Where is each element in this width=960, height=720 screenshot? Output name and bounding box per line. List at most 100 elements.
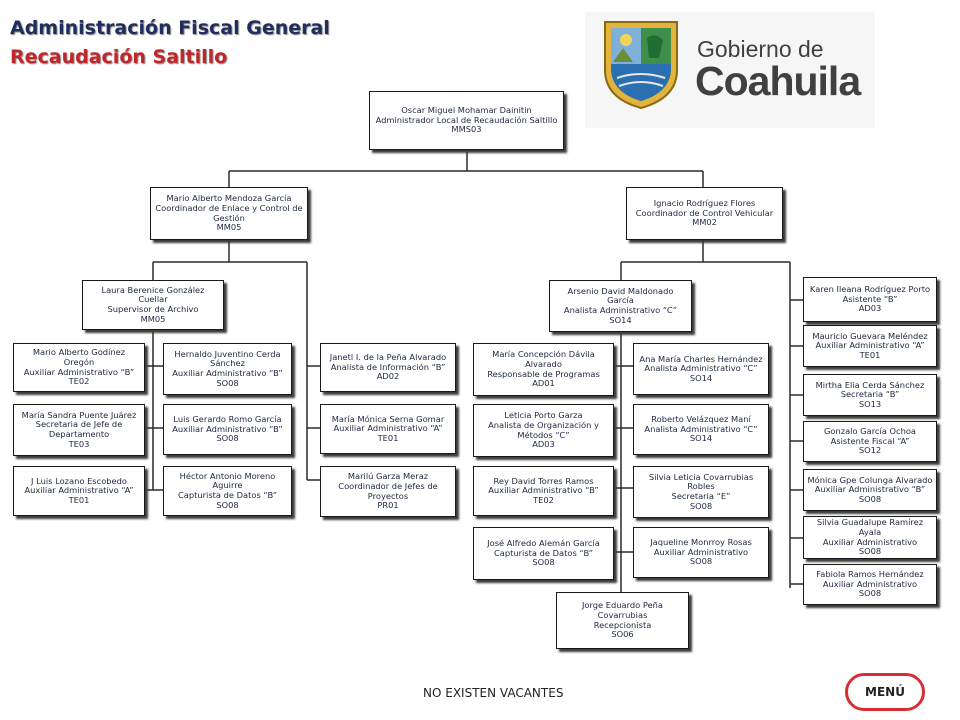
node-position: Auxiliar Administrativo “B”	[172, 423, 283, 434]
node-code: SO08	[689, 500, 713, 511]
node-employee: Fabiola Ramos Hernández Auxiliar Adminis…	[803, 564, 937, 605]
node-name: Jorge Eduardo Peña Covarrubias	[581, 600, 664, 620]
node-employee: Ana María Charles Hernández Analista Adm…	[633, 343, 769, 395]
node-position: Analista Administrativo “C”	[644, 363, 758, 374]
page-subtitle: Recaudación Saltillo	[10, 46, 228, 68]
node-position: Coordinador de Jefes de Proyectos	[338, 480, 438, 501]
node-coordinador-control-vehicular: Ignacio Rodríguez Flores Coordinador de …	[626, 187, 783, 240]
node-name: José Alfredo Alemán García	[487, 538, 600, 549]
node-coordinador-enlace: Mario Alberto Mendoza García Coordinador…	[150, 187, 308, 240]
node-position: Analista de Información “B”	[330, 361, 446, 372]
node-code: MMS03	[451, 124, 482, 135]
node-code: SO14	[689, 433, 713, 444]
node-position: Secretaria “E”	[671, 491, 731, 501]
node-position: Coordinador de Control Vehicular	[635, 207, 774, 218]
node-name: Hernaldo Juventino Cerda Sánchez	[174, 348, 281, 369]
node-employee: Mauricio Guevara Meléndez Auxiliar Admin…	[803, 325, 937, 367]
node-position: Secretaria “B”	[840, 389, 900, 400]
node-name: Ana María Charles Hernández	[639, 353, 763, 364]
node-name: Roberto Velázquez Maní	[651, 414, 751, 425]
page-title: Administración Fiscal General	[10, 17, 330, 39]
node-code: AD03	[858, 303, 882, 314]
node-position: Analista de Organización y Métodos “C”	[488, 419, 599, 440]
node-employee: María Sandra Puente Juárez Secretaria de…	[13, 404, 145, 456]
node-name: Mauricio Guevara Meléndez	[812, 330, 928, 341]
node-code: SO08	[689, 556, 713, 567]
node-employee: Mónica Gpe Colunga Alvarado Auxiliar Adm…	[803, 469, 937, 511]
node-position: Responsable de Programas	[487, 368, 600, 379]
node-name: Héctor Antonio Moreno Aguirre	[179, 470, 276, 491]
node-position: Auxiliar Administrativo	[653, 546, 749, 557]
node-supervisor-archivo: Laura Berenice González Cuellar Supervis…	[82, 280, 224, 330]
node-position: Auxiliar Administrativo “B”	[814, 484, 926, 495]
node-code: SO08	[858, 493, 882, 504]
node-position: Capturista de Datos “B”	[493, 547, 594, 558]
node-name: Mónica Gpe Colunga Alvarado	[807, 474, 933, 485]
node-employee: Jorge Eduardo Peña Covarrubias Recepcion…	[556, 592, 689, 649]
coahuila-seal-icon	[604, 21, 678, 110]
node-code: PR01	[377, 500, 399, 511]
node-analista-administrativo: Arsenio David Maldonado García Analista …	[549, 280, 692, 332]
node-administrador-local: Oscar Miguel Mohamar Dainitin Administra…	[369, 91, 564, 150]
node-code: TE02	[533, 494, 554, 505]
node-name: Laura Berenice González Cuellar	[101, 284, 205, 305]
node-name: Arsenio David Maldonado García	[567, 285, 674, 306]
node-code: SO14	[609, 314, 632, 325]
node-code: TE02	[68, 376, 90, 387]
node-position: Auxiliar Administrativo “B”	[172, 368, 283, 378]
node-code: SO12	[858, 445, 882, 456]
node-employee: Karen Ileana Rodríguez Porto Asistente “…	[803, 277, 937, 322]
node-employee: Janetl I. de la Peña Alvarado Analista d…	[320, 343, 456, 392]
node-code: TE01	[68, 494, 90, 505]
node-code: SO08	[216, 377, 239, 388]
node-position: Auxiliar Administrativo	[822, 536, 918, 547]
node-name: Fabiola Ramos Hernández	[816, 569, 924, 580]
node-employee: María Concepción Dávila Alvarado Respons…	[473, 343, 614, 396]
node-code: TE01	[377, 432, 399, 443]
node-name: Jaqueline Monrroy Rosas	[650, 537, 752, 548]
node-employee: Roberto Velázquez Maní Analista Administ…	[633, 404, 769, 455]
node-employee: Luis Gerardo Romo García Auxiliar Admini…	[163, 404, 292, 455]
node-employee: Mario Alberto Godínez Oregón Auxiliar Ad…	[13, 343, 145, 392]
node-code: SO06	[611, 629, 634, 640]
node-code: TE03	[68, 438, 90, 449]
node-name: Ignacio Rodríguez Flores	[653, 198, 756, 209]
node-code: SO08	[858, 546, 882, 557]
node-employee: Leticia Porto Garza Analista de Organiza…	[473, 404, 614, 457]
node-name: Silvia Guadalupe Ramírez Ayala	[816, 517, 924, 537]
node-position: Asistente “B”	[842, 293, 898, 304]
node-name: Silvia Leticia Covarrubias Robles	[648, 471, 754, 492]
node-code: SO08	[858, 588, 882, 599]
node-name: Marilú Garza Meraz	[347, 471, 429, 482]
node-position: Coordinador de Enlace y Control de Gesti…	[155, 202, 303, 223]
node-name: Leticia Porto Garza	[504, 410, 583, 421]
node-employee: Rey David Torres Ramos Auxiliar Administ…	[473, 466, 614, 516]
node-position: Auxiliar Administrativo “A”	[24, 485, 134, 496]
node-employee: Jaqueline Monrroy Rosas Auxiliar Adminis…	[633, 527, 769, 578]
menu-button[interactable]: MENÚ	[845, 673, 925, 711]
node-position: Auxiliar Administrativo “A”	[333, 423, 443, 434]
node-code: MM02	[692, 217, 717, 228]
node-code: TE01	[859, 349, 881, 360]
node-code: SO13	[858, 398, 882, 409]
node-name: Mario Alberto Godínez Oregón	[32, 347, 126, 367]
node-code: SO14	[689, 372, 713, 383]
node-employee: Héctor Antonio Moreno Aguirre Capturista…	[163, 466, 292, 516]
node-code: AD01	[532, 378, 555, 389]
node-employee: Gonzalo García Ochoa Asistente Fiscal “A…	[803, 421, 937, 462]
node-name: Gonzalo García Ochoa	[823, 426, 917, 437]
node-name: María Mónica Serna Gomar	[331, 413, 445, 424]
vacancies-note: NO EXISTEN VACANTES	[423, 686, 564, 700]
node-position: Asistente Fiscal “A”	[830, 435, 910, 446]
node-position: Secretaria de Jefe de Departamento	[35, 419, 123, 439]
node-code: MM05	[140, 313, 166, 324]
node-position: Capturista de Datos “B”	[177, 490, 278, 500]
node-employee: Silvia Guadalupe Ramírez Ayala Auxiliar …	[803, 516, 937, 559]
node-code: MM05	[216, 222, 242, 233]
node-name: Rey David Torres Ramos	[493, 475, 594, 486]
node-employee: José Alfredo Alemán García Capturista de…	[473, 527, 614, 580]
node-name: J Luis Lozano Escobedo	[31, 475, 127, 486]
node-code: AD02	[376, 371, 400, 382]
node-position: Auxiliar Administrativo	[822, 578, 918, 589]
